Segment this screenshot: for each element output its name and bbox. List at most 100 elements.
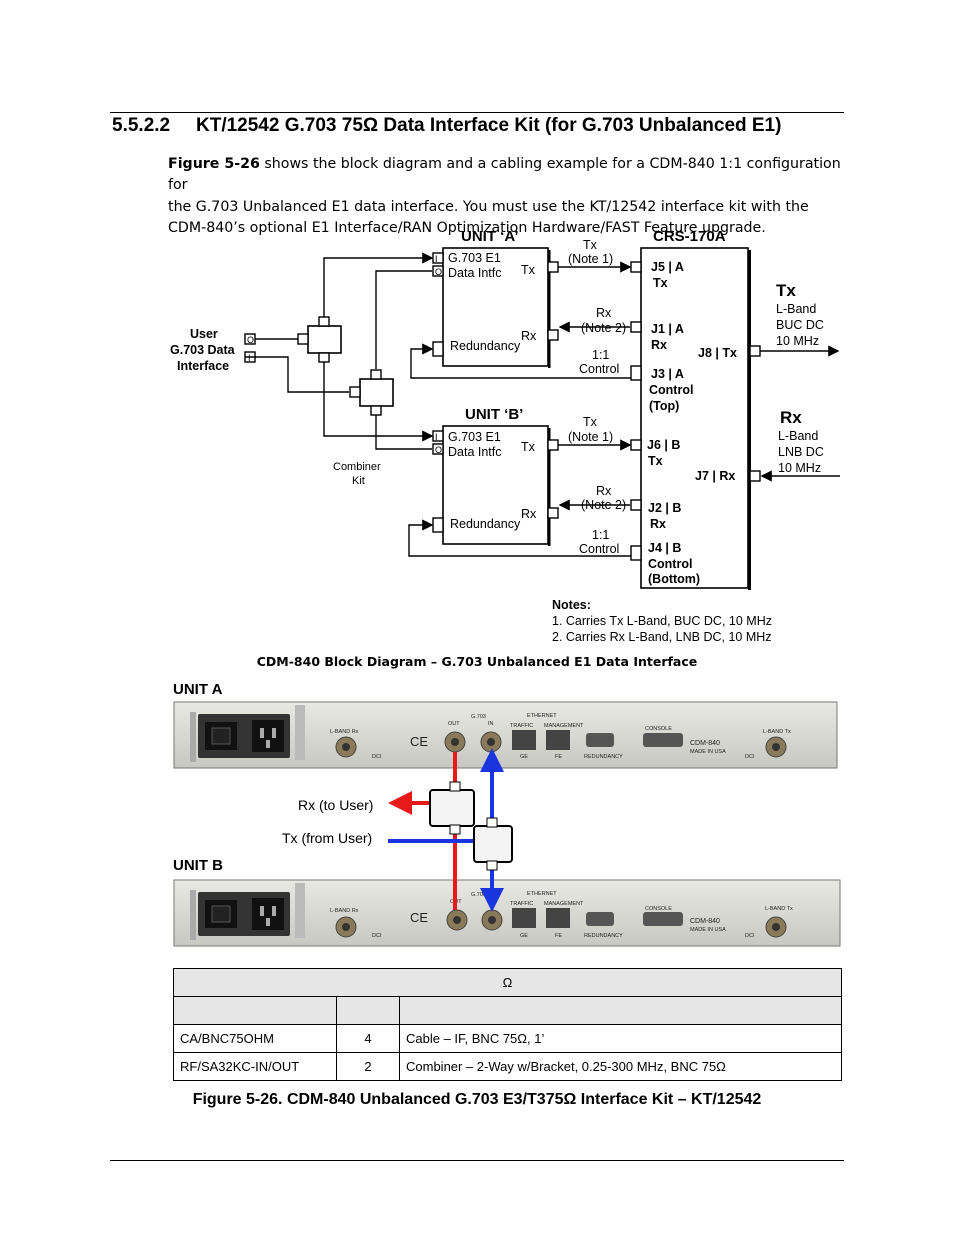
section-title: KT/12542 G.703 75Ω Data Interface Kit (f… — [196, 115, 782, 136]
quantity-cell: 2 — [336, 1052, 400, 1081]
a-ge: GE — [520, 754, 528, 760]
crs-box — [640, 247, 749, 589]
g703-label-b: G.703 E1 — [448, 430, 501, 444]
tx-from-user-label: Tx (from User) — [282, 830, 372, 846]
tx-lband: L-Band — [776, 302, 816, 316]
j8-label: J8 | Tx — [698, 346, 737, 360]
a-traffic: TRAFFIC — [510, 723, 533, 729]
unit-a-label: UNIT ‘A’ — [461, 228, 519, 245]
table-header-cell — [399, 996, 842, 1025]
b-lband-tx: L-BAND Tx — [765, 906, 793, 912]
rx-lnb: LNB DC — [778, 445, 824, 459]
j3-control: Control — [649, 383, 693, 397]
b-made: MADE IN USA — [690, 927, 726, 933]
a-ethernet: ETHERNET — [527, 713, 557, 719]
section-heading: 5.5.2.2 KT/12542 G.703 75Ω Data Interface… — [112, 115, 781, 137]
control-b: Control — [579, 542, 619, 556]
a-dci-1: DCI — [372, 754, 382, 760]
table-title: Ω — [173, 968, 842, 997]
a-management: MANAGEMENT — [544, 723, 584, 729]
intro-paragraph: Figure 5-26 shows the block diagram and … — [168, 154, 848, 239]
intro-line-1: shows the block diagram and a cabling ex… — [168, 156, 841, 194]
table-row: RF/SA32KC-IN/OUT 2 Combiner – 2-Way w/Br… — [173, 1052, 842, 1081]
intro-line-3: CDM-840’s optional E1 Interface/RAN Opti… — [168, 219, 766, 236]
block-diagram: UNIT ‘A’ UNIT ‘B’ CRS-170A I O I O O I G… — [170, 228, 840, 644]
user-label-1: User — [190, 327, 218, 341]
note-2: 2. Carries Rx L-Band, LNB DC, 10 MHz — [552, 630, 772, 644]
rx-to-user-label: Rx (to User) — [298, 797, 373, 813]
cabling-combiner-2 — [473, 817, 513, 871]
j4-label: J4 | B — [648, 541, 681, 555]
tx-link-label-b: Tx — [583, 415, 598, 429]
j4-control: Control — [648, 557, 692, 571]
unit-b-panel: L-BAND Rx DCI CE OUT G.703 IN ETHERNET T… — [173, 879, 841, 947]
rx-link-label-b: Rx — [596, 484, 612, 498]
rx-mhz: 10 MHz — [778, 461, 821, 475]
b-fe: FE — [555, 933, 562, 939]
tx-label-a: Tx — [521, 263, 536, 277]
j5-tx: Tx — [653, 276, 668, 290]
description-cell: Combiner – 2-Way w/Bracket, 0.25-300 MHz… — [399, 1052, 842, 1081]
control-a: Control — [579, 362, 619, 376]
j2-label: J2 | B — [648, 501, 681, 515]
j7-label: J7 | Rx — [695, 469, 735, 483]
combiner-1 — [307, 325, 342, 354]
j6-label: J6 | B — [647, 438, 680, 452]
figure-reference: Figure 5-26 — [168, 156, 260, 172]
note-1: 1. Carries Tx L-Band, BUC DC, 10 MHz — [552, 614, 772, 628]
b-console: CONSOLE — [645, 906, 672, 912]
part-number-cell: CA/BNC75OHM — [173, 1024, 337, 1053]
rx-link-label-a: Rx — [596, 306, 612, 320]
a-redundancy: REDUNDANCY — [584, 754, 623, 760]
description-cell: Cable – IF, BNC 75Ω, 1’ — [399, 1024, 842, 1053]
tx-buc: BUC DC — [776, 318, 824, 332]
a-console: CONSOLE — [645, 726, 672, 732]
a-fe: FE — [555, 754, 562, 760]
b-redundancy: REDUNDANCY — [584, 933, 623, 939]
note1-ref-a: (Note 1) — [568, 252, 613, 266]
user-label-2: G.703 Data — [170, 343, 236, 357]
tx-big-label: Tx — [776, 281, 796, 300]
unit-a-box — [442, 247, 549, 367]
note2-ref-a: (Note 2) — [581, 321, 626, 335]
crs-label: CRS-170A — [653, 228, 726, 245]
port-i-a: I — [435, 254, 438, 264]
part-number-cell: RF/SA32KC-IN/OUT — [173, 1052, 337, 1081]
intro-line-2: the G.703 Unbalanced E1 data interface. … — [168, 198, 809, 215]
rx-lband: L-Band — [778, 429, 818, 443]
data-intfc-label-a: Data Intfc — [448, 266, 502, 280]
combiner-label-2: Kit — [352, 475, 365, 487]
j3-label: J3 | A — [651, 367, 684, 381]
port-o-b: O — [435, 445, 442, 455]
b-lband-rx: L-BAND Rx — [330, 908, 359, 914]
a-ce: CE — [410, 734, 428, 749]
g703-label-a: G.703 E1 — [448, 251, 501, 265]
cabling-combiner-1 — [429, 781, 475, 835]
b-model: CDM-840 — [690, 918, 720, 925]
b-ge: GE — [520, 933, 528, 939]
a-out: OUT — [448, 721, 460, 727]
j1-label: J1 | A — [651, 322, 684, 336]
unit-a-panel: L-BAND Rx DCI CE OUT G.703 IN ETHERNET T… — [173, 701, 838, 769]
cabling-unit-b: UNIT B — [173, 857, 223, 874]
j3-top: (Top) — [649, 399, 679, 413]
bottom-rule — [110, 1160, 844, 1161]
cabling-illustration: UNIT A UNIT B L-BAND Rx DCI CE OUT G.703… — [173, 681, 841, 947]
a-lband-rx: L-BAND Rx — [330, 729, 359, 735]
port-i-b: I — [435, 432, 438, 442]
section-number: 5.5.2.2 — [112, 115, 171, 136]
rx-big-label: Rx — [780, 408, 802, 427]
b-dci-2: DCI — [745, 933, 755, 939]
j1-rx: Rx — [651, 338, 667, 352]
a-g703: G.703 — [471, 714, 486, 720]
note2-ref-b: (Note 2) — [581, 498, 626, 512]
b-management: MANAGEMENT — [544, 901, 584, 907]
figure-caption: Figure 5-26. CDM-840 Unbalanced G.703 E3… — [192, 1091, 762, 1108]
j4-bottom: (Bottom) — [648, 572, 700, 586]
redundancy-label-b: Redundancy — [450, 517, 521, 531]
b-dci-1: DCI — [372, 933, 382, 939]
a-model: CDM-840 — [690, 740, 720, 747]
unit-b-label: UNIT ‘B’ — [465, 406, 523, 423]
unit-b-box — [442, 425, 549, 545]
table-row: CA/BNC75OHM 4 Cable – IF, BNC 75Ω, 1’ — [173, 1024, 842, 1053]
